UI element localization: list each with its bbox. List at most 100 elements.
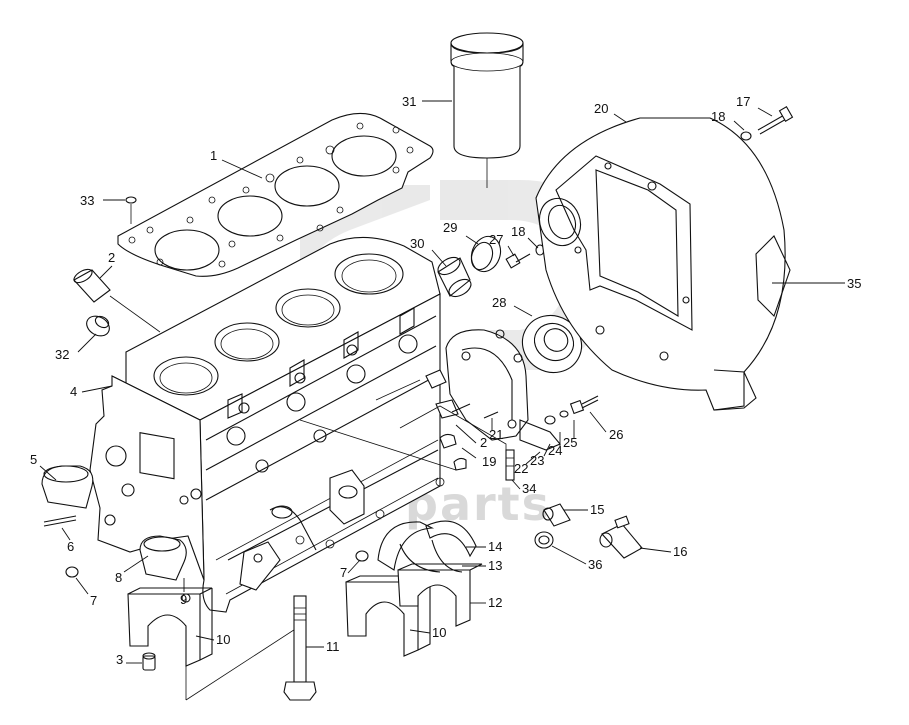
callout-c33: 33 xyxy=(80,193,125,208)
callout-c24: 24 xyxy=(548,432,562,458)
callout-leader-line xyxy=(99,265,113,279)
callout-c18b: 18 xyxy=(511,224,539,249)
callout-c8: 8 xyxy=(115,555,149,585)
callout-c29: 29 xyxy=(443,220,479,245)
rear-seal-housing xyxy=(445,329,561,451)
callout-leader-line xyxy=(513,305,533,317)
callout-c27: 27 xyxy=(489,232,515,257)
callout-leader-line xyxy=(527,237,539,249)
callout-leader-line xyxy=(551,545,587,565)
cover-plate-29 xyxy=(470,235,502,273)
callout-c6: 6 xyxy=(61,527,74,554)
callout-c31: 31 xyxy=(402,94,452,109)
callout-c32: 32 xyxy=(55,333,97,362)
callout-number: 9 xyxy=(180,592,187,607)
callout-leader-line xyxy=(525,451,541,465)
callout-c1: 1 xyxy=(210,148,263,179)
seal-ring-part xyxy=(86,315,110,337)
rear-oil-seal-28 xyxy=(521,314,583,374)
callout-c26: 26 xyxy=(589,411,623,442)
callout-leader-line xyxy=(409,629,431,634)
callout-c2b: 2 xyxy=(455,424,487,450)
callout-number: 26 xyxy=(609,427,623,442)
callout-leader-line xyxy=(613,113,627,123)
bolt-17 xyxy=(757,106,794,135)
callout-leader-line xyxy=(543,443,551,457)
callout-number: 2 xyxy=(480,435,487,450)
callout-c15: 15 xyxy=(564,502,604,517)
callout-number: 2 xyxy=(108,250,115,265)
callout-leader-line xyxy=(347,559,361,574)
callout-c30: 30 xyxy=(410,236,447,267)
callout-c12: 12 xyxy=(470,595,502,610)
callout-number: 10 xyxy=(216,632,230,647)
fitting-15 xyxy=(542,503,571,527)
callout-c22: 22 xyxy=(514,451,541,476)
dowel-19-21 xyxy=(425,369,499,471)
callout-leader-line xyxy=(757,107,773,117)
cylinder-block-part xyxy=(89,236,445,613)
callout-number: 28 xyxy=(492,295,506,310)
callout-c4: 4 xyxy=(70,384,113,399)
callout-c2a: 2 xyxy=(99,250,115,279)
bearing-shell-8 xyxy=(139,535,187,581)
callout-c25: 25 xyxy=(563,420,577,450)
bolts-23-26 xyxy=(544,395,599,425)
callout-c13: 13 xyxy=(462,558,502,573)
callout-c23: 23 xyxy=(530,443,551,468)
screw-27 xyxy=(505,253,531,269)
callout-leader-line xyxy=(221,159,263,179)
callout-c3: 3 xyxy=(116,652,142,667)
callout-c7a: 7 xyxy=(75,577,97,608)
callout-leader-line xyxy=(511,479,521,490)
washer-18-upper xyxy=(740,131,752,141)
callout-c35: 35 xyxy=(772,276,861,291)
callout-number: 21 xyxy=(489,427,503,442)
callout-number: 16 xyxy=(673,544,687,559)
callout-c20: 20 xyxy=(594,101,627,123)
callout-c10b: 10 xyxy=(409,625,446,640)
callout-leader-line xyxy=(195,635,215,641)
callout-number: 13 xyxy=(488,558,502,573)
guide-lines xyxy=(299,379,507,471)
callout-number: 17 xyxy=(736,94,750,109)
callout-c21: 21 xyxy=(489,418,503,442)
callout-c18a: 18 xyxy=(711,109,745,131)
callout-number: 7 xyxy=(90,593,97,608)
callout-number: 32 xyxy=(55,347,69,362)
callout-number: 30 xyxy=(410,236,424,251)
callout-number: 5 xyxy=(30,452,37,467)
dowel-sleeve-part xyxy=(73,268,161,333)
callout-leader-line xyxy=(75,577,89,595)
bushing-30 xyxy=(437,256,472,298)
head-gasket-part xyxy=(117,112,434,277)
plug-7-right xyxy=(355,550,369,562)
callout-number: 12 xyxy=(488,595,502,610)
callout-leader-line xyxy=(39,465,57,481)
callout-number: 7 xyxy=(340,565,347,580)
callout-leader-line xyxy=(589,411,607,433)
dowel-3 xyxy=(142,652,156,671)
callout-number: 22 xyxy=(514,461,528,476)
bearing-shell-5 xyxy=(41,465,94,509)
callout-c14: 14 xyxy=(466,539,502,554)
callout-leader-line xyxy=(507,245,515,257)
callout-leader-line xyxy=(465,235,479,245)
callout-number: 36 xyxy=(588,557,602,572)
flywheel-housing-part xyxy=(535,117,791,411)
pin-6 xyxy=(43,515,77,527)
callout-number: 3 xyxy=(116,652,123,667)
callout-number: 14 xyxy=(488,539,502,554)
dipstick-guide-34 xyxy=(505,449,515,481)
callout-number: 24 xyxy=(548,443,562,458)
callout-number: 15 xyxy=(590,502,604,517)
callout-number: 29 xyxy=(443,220,457,235)
callout-c10a: 10 xyxy=(195,632,230,647)
sensor-16 xyxy=(599,515,643,559)
plug-7-left xyxy=(65,566,79,578)
callout-number: 33 xyxy=(80,193,94,208)
callout-c34: 34 xyxy=(511,479,536,496)
